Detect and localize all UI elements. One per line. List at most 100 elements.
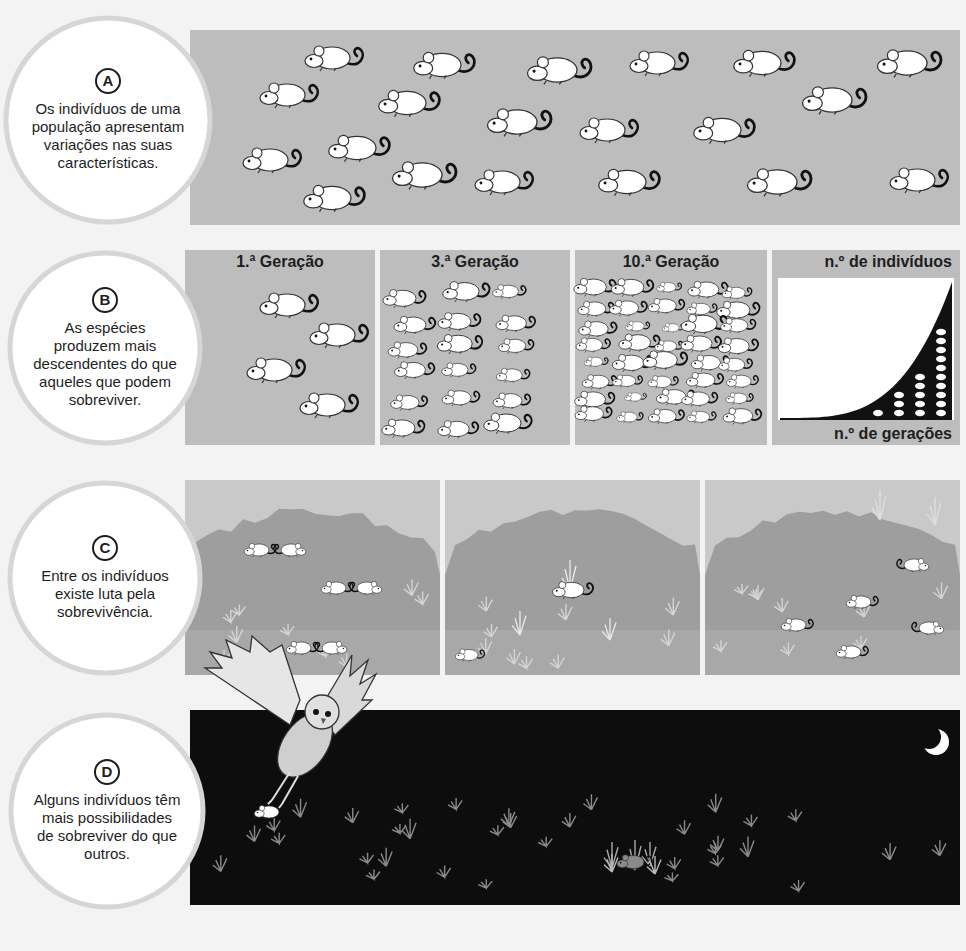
- principle-circle: AOs indivíduos de uma população apresent…: [3, 15, 213, 225]
- step-letter: D: [94, 759, 120, 785]
- mouse-eye: [635, 63, 638, 66]
- mouse-head: [612, 360, 625, 369]
- mouse-ear: [259, 805, 265, 811]
- mouse: [393, 162, 457, 190]
- mouse-head: [643, 357, 657, 367]
- mouse-head: [383, 296, 396, 306]
- grass-tuft: [667, 857, 681, 869]
- mouse-head: [296, 548, 306, 555]
- mouse: [244, 543, 276, 557]
- grass-tuft: [280, 624, 294, 635]
- mouse-eye: [615, 287, 617, 289]
- grass-tuft: [271, 833, 285, 844]
- mouse-ear: [338, 135, 349, 146]
- mouse-feet: [701, 369, 711, 371]
- mouse-feet: [393, 435, 405, 437]
- mouse: [682, 391, 718, 406]
- mouse-ear: [851, 595, 857, 601]
- mouse: [686, 372, 723, 388]
- mouse: [274, 543, 306, 557]
- mouse: [687, 303, 717, 316]
- mouse-head: [657, 286, 665, 292]
- grass-tuft: [872, 490, 886, 520]
- mouse-ear: [491, 413, 499, 421]
- grass-tuft: [740, 836, 754, 856]
- tiny-mouse: [936, 410, 946, 416]
- tiny-mouse: [936, 356, 946, 362]
- mouse-eye: [499, 375, 501, 377]
- mouse: [726, 393, 753, 405]
- mouse-ear: [703, 117, 714, 128]
- generation-panel: 3.ª Geração: [380, 250, 570, 445]
- mouse-eye: [739, 63, 742, 66]
- mouse-head: [878, 59, 898, 73]
- grass-tuft: [366, 870, 380, 880]
- mouse-eye: [441, 321, 443, 323]
- mouse-head: [599, 178, 618, 192]
- mouse: [260, 83, 318, 108]
- mouse-eye: [726, 416, 728, 418]
- mouse-feet: [693, 332, 706, 334]
- mouse: [579, 321, 617, 337]
- mouse-ear: [319, 323, 329, 333]
- mouse-ear: [450, 282, 458, 290]
- mouse-head: [582, 380, 593, 388]
- mouse-ear: [619, 354, 626, 361]
- mouse: [657, 282, 682, 293]
- grass-tuft: [266, 818, 280, 831]
- mouse-eye: [480, 182, 483, 185]
- mouse: [611, 279, 653, 297]
- mouse-eye: [499, 323, 501, 325]
- mouse-ear: [730, 393, 735, 398]
- mouse-ear: [692, 372, 698, 378]
- mouse: [379, 90, 440, 116]
- mouse-ear: [688, 314, 696, 322]
- mouse-head: [493, 289, 503, 296]
- tiny-mouse: [936, 374, 946, 380]
- mouse: [315, 641, 347, 655]
- population-band: [190, 30, 960, 225]
- mouse: [582, 375, 616, 390]
- owl-beak: [321, 718, 326, 724]
- step-letter: A: [95, 68, 121, 94]
- mouse-head: [391, 400, 402, 408]
- mouse-head: [493, 398, 505, 406]
- mouse-eye: [302, 550, 304, 552]
- mouse: [846, 595, 878, 609]
- mouse-feet: [905, 190, 921, 193]
- circle-content: CEntre os indivíduos existe luta pela so…: [7, 480, 203, 676]
- mouse-ear: [629, 321, 633, 325]
- mouse-eye: [458, 655, 459, 656]
- mouse-ear: [621, 412, 626, 417]
- mouse: [254, 805, 286, 819]
- tiny-mouse: [915, 410, 925, 416]
- mouse-head: [617, 416, 625, 422]
- mouse-feet: [253, 556, 262, 558]
- mouse: [383, 290, 425, 308]
- mouse-feet: [624, 422, 631, 423]
- mouse-head: [719, 363, 729, 371]
- mouse-head: [456, 653, 465, 660]
- tiny-mouse: [936, 338, 946, 344]
- mouse-head: [748, 178, 768, 192]
- grass-tuft: [506, 649, 520, 664]
- mouse-eye: [659, 287, 660, 288]
- mouse-feet: [409, 186, 427, 189]
- mouse: [488, 109, 552, 137]
- mouse-eye: [615, 381, 616, 382]
- axis-label-y: n.º de indivíduos: [824, 253, 952, 271]
- mouse-eye: [685, 324, 687, 326]
- mouse-feet: [668, 331, 674, 332]
- mouse-head: [442, 396, 454, 404]
- mouse-eye: [310, 58, 313, 61]
- tiny-mouse: [915, 401, 925, 407]
- mouse: [691, 355, 728, 371]
- mouse: [734, 50, 795, 76]
- mouse-ear: [309, 393, 319, 403]
- tiny-mouse: [936, 347, 946, 353]
- mouse-ear: [588, 375, 594, 381]
- principle-text: Alguns indivíduos têm mais possibilidade…: [32, 791, 182, 863]
- mouse-head: [734, 59, 753, 73]
- mouse-feet: [398, 356, 409, 358]
